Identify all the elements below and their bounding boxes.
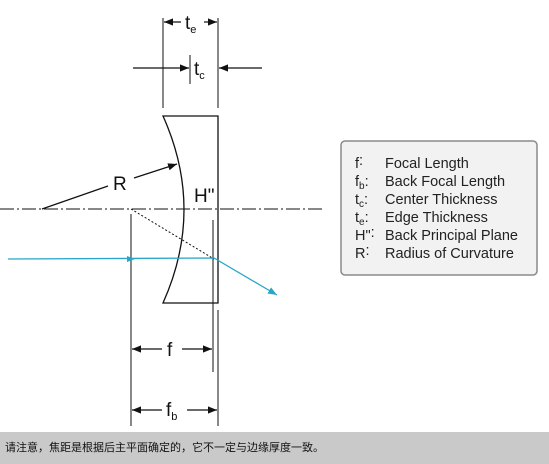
f-label: f — [167, 340, 173, 361]
ray-direction-arrow — [127, 256, 135, 262]
svg-text:te:: te: — [355, 210, 369, 228]
lens-diagram: te tc R H" f fb f: Focal Length fb: Back… — [0, 13, 538, 426]
radius-line — [41, 185, 109, 210]
plano-concave-lens — [161, 115, 219, 304]
legend-box — [340, 140, 538, 276]
legend-item: fb: Back Focal Length — [355, 174, 505, 192]
note-text: 请注意，焦距是根据后主平面确定的，它不一定与边缘厚度一致。 — [5, 441, 324, 454]
light-ray — [7, 257, 278, 296]
svg-text:Center Thickness: Center Thickness — [385, 192, 498, 208]
svg-text:Back Focal Length: Back Focal Length — [385, 174, 505, 190]
svg-text:Focal Length: Focal Length — [385, 156, 469, 172]
virtual-ray-extension — [130, 208, 215, 260]
note-bar: 请注意，焦距是根据后主平面确定的，它不一定与边缘厚度一致。 — [0, 432, 549, 464]
legend-item: tc: Center Thickness — [355, 192, 498, 210]
radius-arrow — [133, 163, 178, 179]
tc-label: tc — [194, 59, 205, 82]
fb-label: fb — [166, 400, 177, 423]
legend-item: te: Edge Thickness — [355, 210, 488, 228]
svg-text:tc:: tc: — [355, 192, 368, 210]
svg-text:f:: f: — [355, 153, 363, 172]
svg-text:H":: H": — [355, 225, 375, 244]
svg-text:R:: R: — [355, 243, 370, 262]
svg-text:Radius of Curvature: Radius of Curvature — [385, 246, 514, 262]
svg-text:fb:: fb: — [355, 174, 369, 192]
radius-label: R — [113, 174, 127, 195]
legend-item: f: Focal Length — [355, 153, 469, 172]
principal-plane-label: H" — [194, 186, 214, 207]
legend-item: R: Radius of Curvature — [355, 243, 514, 262]
legend-item: H": Back Principal Plane — [355, 225, 518, 244]
svg-text:Back Principal Plane: Back Principal Plane — [385, 228, 518, 244]
legend: f: Focal Length fb: Back Focal Length tc… — [340, 140, 538, 276]
te-label: te — [185, 13, 196, 36]
svg-text:Edge Thickness: Edge Thickness — [385, 210, 488, 226]
